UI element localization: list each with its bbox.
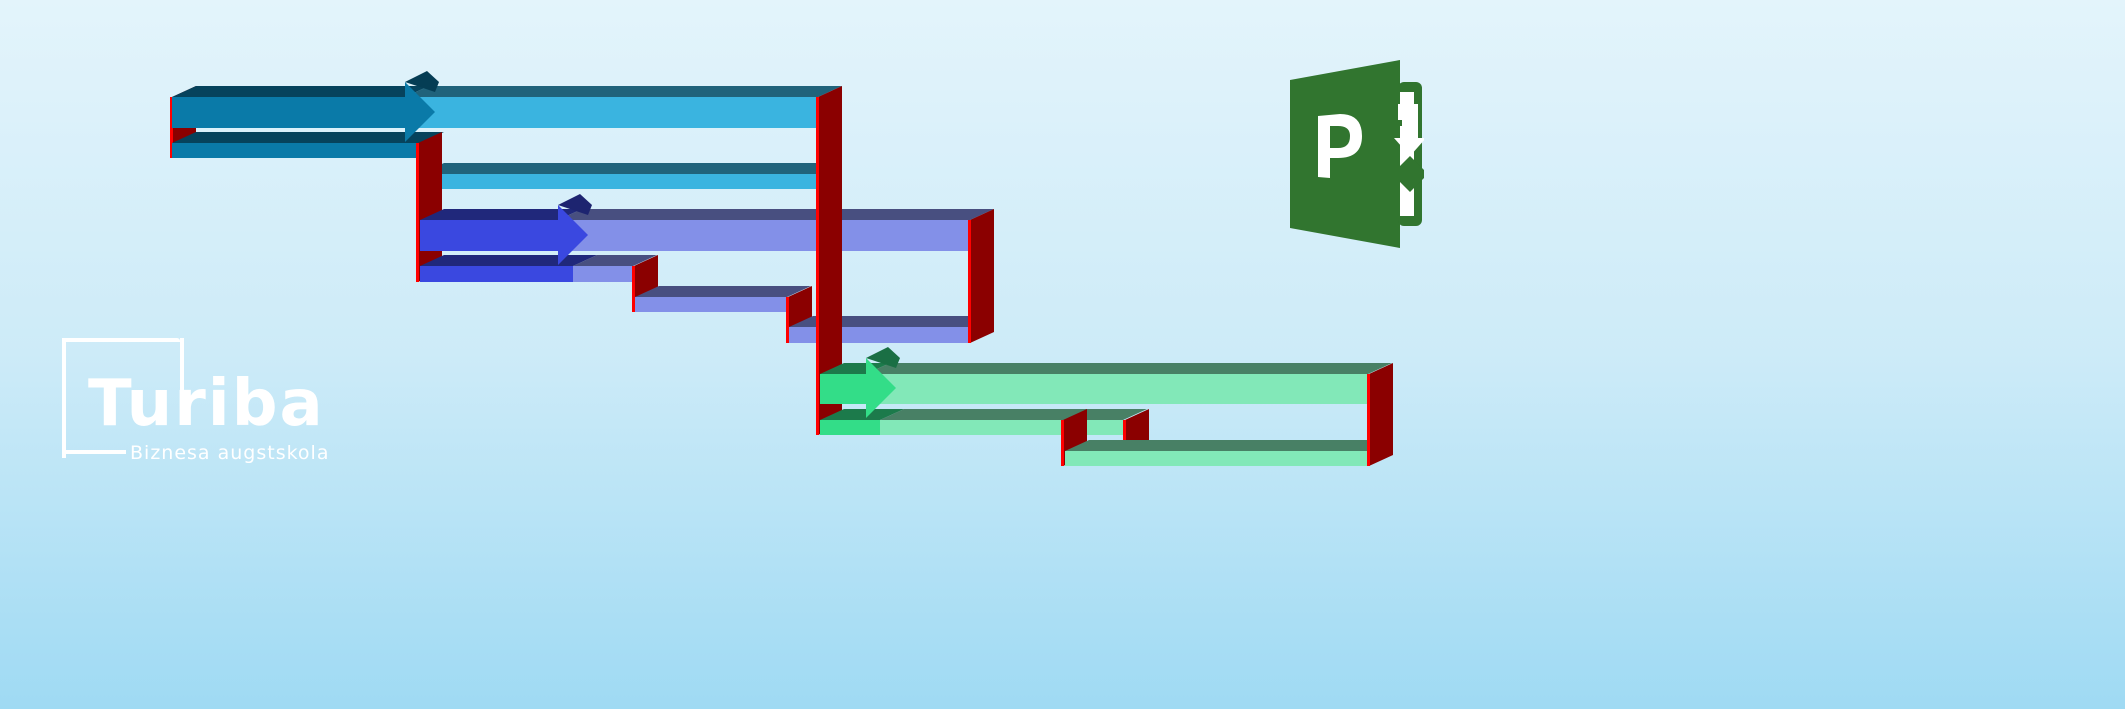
task-bar-10 <box>1065 451 1368 466</box>
logo-name: Turiba <box>88 367 325 441</box>
task-bar-1 <box>172 97 405 128</box>
task-bar-4-progress <box>558 220 970 251</box>
task-bar-4 <box>420 220 558 251</box>
link-main <box>816 97 819 435</box>
link-8 <box>1367 374 1370 466</box>
link-8-side <box>1369 363 1393 466</box>
project-icon <box>1290 60 1424 248</box>
task-bar-1-top <box>172 86 429 97</box>
task-bar-9 <box>820 420 880 435</box>
task-bar-10-top <box>1065 440 1392 451</box>
link-1 <box>170 97 173 158</box>
link-5-side <box>970 209 994 343</box>
task-bar-3 <box>420 174 818 189</box>
arrow-1-top <box>405 71 439 92</box>
task-bar-8 <box>820 374 866 404</box>
arrow-2-top <box>558 194 592 215</box>
task-bar-3-top <box>420 163 842 174</box>
task-bar-5-progress-top <box>573 255 657 266</box>
task-bar-4-progress-top <box>558 209 994 220</box>
task-bar-1-progress <box>405 97 818 128</box>
task-bar-9-top <box>820 409 904 420</box>
link-main-side <box>818 86 842 435</box>
turiba-logo: Turiba Biznesa augstskola <box>60 338 328 528</box>
task-bar-9-progress-top <box>880 409 1147 420</box>
arrow-3-top <box>866 347 900 368</box>
link-2 <box>416 143 419 282</box>
task-bar-2-top <box>172 132 444 143</box>
arrow-1 <box>405 82 435 142</box>
task-bar-8-progress <box>866 374 1368 404</box>
task-bar-4-top <box>420 209 582 220</box>
task-bar-5-top <box>420 255 597 266</box>
task-bar-1-progress-top <box>405 86 842 97</box>
link-4 <box>786 297 789 343</box>
arrow-2 <box>558 205 588 265</box>
task-bar-6 <box>635 297 787 312</box>
link-6 <box>1061 420 1064 466</box>
logo-subtitle: Biznesa augstskola <box>130 442 330 464</box>
logo-frame-bottom <box>62 450 126 454</box>
task-bar-5 <box>420 266 573 282</box>
task-bar-6-top <box>635 286 811 297</box>
link-5 <box>968 220 971 343</box>
arrow-3 <box>866 358 896 418</box>
logo-frame-left <box>62 338 66 458</box>
task-bar-8-progress-top <box>866 363 1392 374</box>
task-bar-2 <box>172 143 420 158</box>
task-bar-5-progress <box>573 266 633 282</box>
link-3 <box>632 266 635 312</box>
